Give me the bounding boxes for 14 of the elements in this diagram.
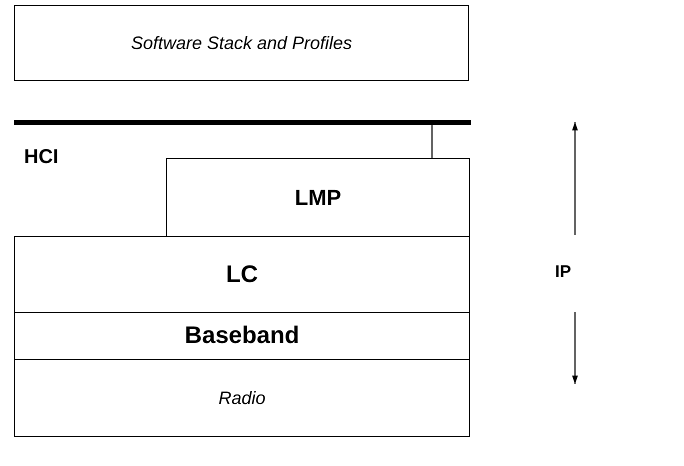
- connector-line: [431, 125, 433, 158]
- layer-box: [14, 312, 470, 360]
- layer-label: Radio: [218, 388, 266, 408]
- layer-label: HCI: [24, 146, 58, 169]
- layer-label: LC: [226, 260, 258, 288]
- layer-label: Software Stack and Profiles: [130, 32, 352, 54]
- layer-box: [14, 236, 470, 313]
- ip-label: IP: [555, 262, 572, 282]
- layer-box: [14, 359, 470, 437]
- layer-label: Baseband: [184, 322, 300, 350]
- layer-box: [14, 5, 469, 81]
- bus-bar: [14, 120, 471, 125]
- layer-label: LMP: [294, 184, 342, 210]
- layer-box: [166, 158, 470, 237]
